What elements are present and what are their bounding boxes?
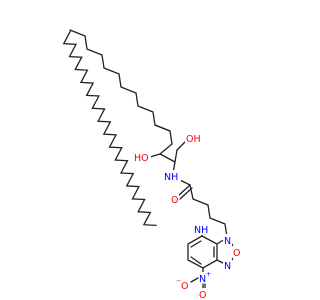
ring-o-label: O xyxy=(233,248,240,259)
amine-nh-label: NH xyxy=(194,225,208,236)
alkyl-chain xyxy=(62,30,157,227)
nitro-n-label: N xyxy=(199,274,206,285)
atom-labels: OH HO NH O NH N O N N + O − O xyxy=(133,132,241,300)
nitro-n-charge: + xyxy=(206,270,211,278)
ring-n-lower-label: N xyxy=(224,261,231,272)
ring-n-upper-label: N xyxy=(224,236,231,247)
amide-nh-label: NH xyxy=(164,172,178,183)
hydroxyl-left-label: HO xyxy=(134,153,149,164)
nitro-o-left-label: O xyxy=(181,281,188,292)
molecule-structure: OH HO NH O NH N O N N + O − O xyxy=(62,29,241,300)
carbonyl-o-label: O xyxy=(171,195,178,206)
nitro-o-bottom-label: O xyxy=(199,290,206,300)
hydroxyl-top-label: OH xyxy=(186,134,201,145)
nitro-o-left-charge: − xyxy=(176,277,181,285)
bonds xyxy=(69,29,228,238)
